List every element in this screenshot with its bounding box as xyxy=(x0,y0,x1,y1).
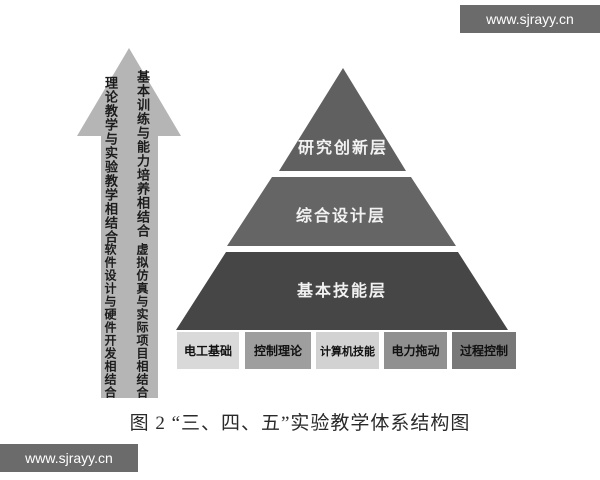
watermark-bottom-left: www.sjrayy.cn xyxy=(0,444,138,472)
up-arrow-shape xyxy=(77,48,181,398)
arrow-phrase-bottom-left: 软件设计与硬件开发相结合 xyxy=(103,243,117,399)
foundation-box-computer-skills: 计算机技能 xyxy=(316,332,379,369)
pyramid-layer-middle-label: 综合设计层 xyxy=(296,206,386,225)
arrow-phrase-top-left: 理论教学与实验教学相结合 xyxy=(103,76,118,244)
figure-caption: 图 2 “三、四、五”实验教学体系结构图 xyxy=(129,413,471,434)
pyramid-layer-bottom-label: 基本技能层 xyxy=(296,281,387,300)
watermark-top-right: www.sjrayy.cn xyxy=(460,5,600,33)
pyramid-layer-top-shape xyxy=(279,68,406,171)
foundation-box-electrical-basics: 电工基础 xyxy=(177,332,239,369)
pyramid-layer-bottom-shape xyxy=(176,252,508,330)
arrow-phrase-top-right: 基本训练与能力培养相结合 xyxy=(135,70,150,238)
pyramid-layer-top-label: 研究创新层 xyxy=(298,138,388,157)
foundation-box-process-control: 过程控制 xyxy=(452,332,516,369)
pyramid-layer-middle-shape xyxy=(227,177,456,246)
foundation-box-electric-drive: 电力拖动 xyxy=(384,332,447,369)
foundation-box-control-theory: 控制理论 xyxy=(245,332,311,369)
arrow-phrase-bottom-right: 虚拟仿真与实际项目相结合 xyxy=(135,243,149,399)
